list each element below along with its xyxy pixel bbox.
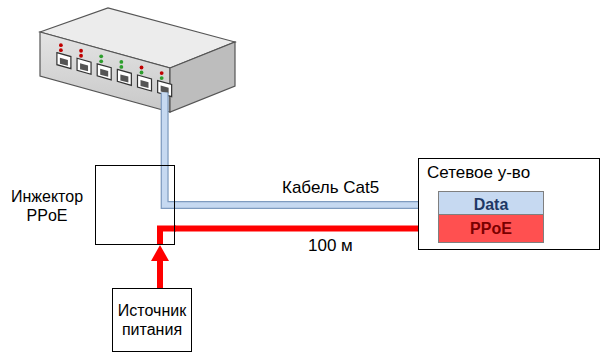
switch-port [117, 69, 131, 85]
status-led [160, 76, 164, 80]
status-led [160, 71, 164, 75]
data-cable [175, 205, 438, 206]
port-socket [141, 80, 149, 88]
cable-label: 100 м [305, 236, 356, 256]
status-led [119, 65, 123, 69]
port-socket [120, 74, 128, 82]
power-source-box: Источник питания [112, 288, 192, 352]
arrow-head [151, 245, 169, 261]
port-socket [100, 69, 108, 77]
node-label: Сетевое у-во [427, 163, 530, 183]
ppoe-port-box: PPoE [438, 214, 544, 243]
node-label: Data [474, 195, 509, 214]
port-socket [60, 58, 68, 66]
cable-core [175, 202, 438, 208]
power-line [160, 229, 176, 246]
injector-power-wire [160, 229, 176, 246]
power-line [175, 226, 438, 232]
status-led [79, 54, 83, 58]
switch-port [57, 53, 71, 69]
cable-label: Кабель Cat5 [279, 178, 382, 198]
node-label: Инжектор PPoE [2, 187, 92, 225]
device-box: Сетевое у-воDataPPoE [418, 158, 600, 250]
cable-outline [175, 201, 438, 209]
status-led [59, 48, 63, 52]
injector-box: Инжектор PPoE [95, 165, 175, 245]
status-led [140, 66, 144, 70]
network-switch [40, 8, 235, 112]
port-socket [161, 86, 169, 94]
status-led [59, 43, 63, 47]
status-led [119, 60, 123, 64]
switch-port [97, 64, 111, 80]
switch-port [77, 58, 91, 74]
switch-port [138, 75, 152, 91]
status-led [140, 71, 144, 75]
node-label: PPoE [470, 219, 512, 238]
power-cable [175, 228, 438, 229]
node-label: Источник питания [117, 301, 187, 339]
status-led [79, 49, 83, 53]
port-socket [80, 63, 88, 71]
status-led [99, 59, 103, 63]
status-led [99, 54, 103, 58]
power-arrow [151, 245, 169, 288]
power-line [157, 259, 163, 288]
